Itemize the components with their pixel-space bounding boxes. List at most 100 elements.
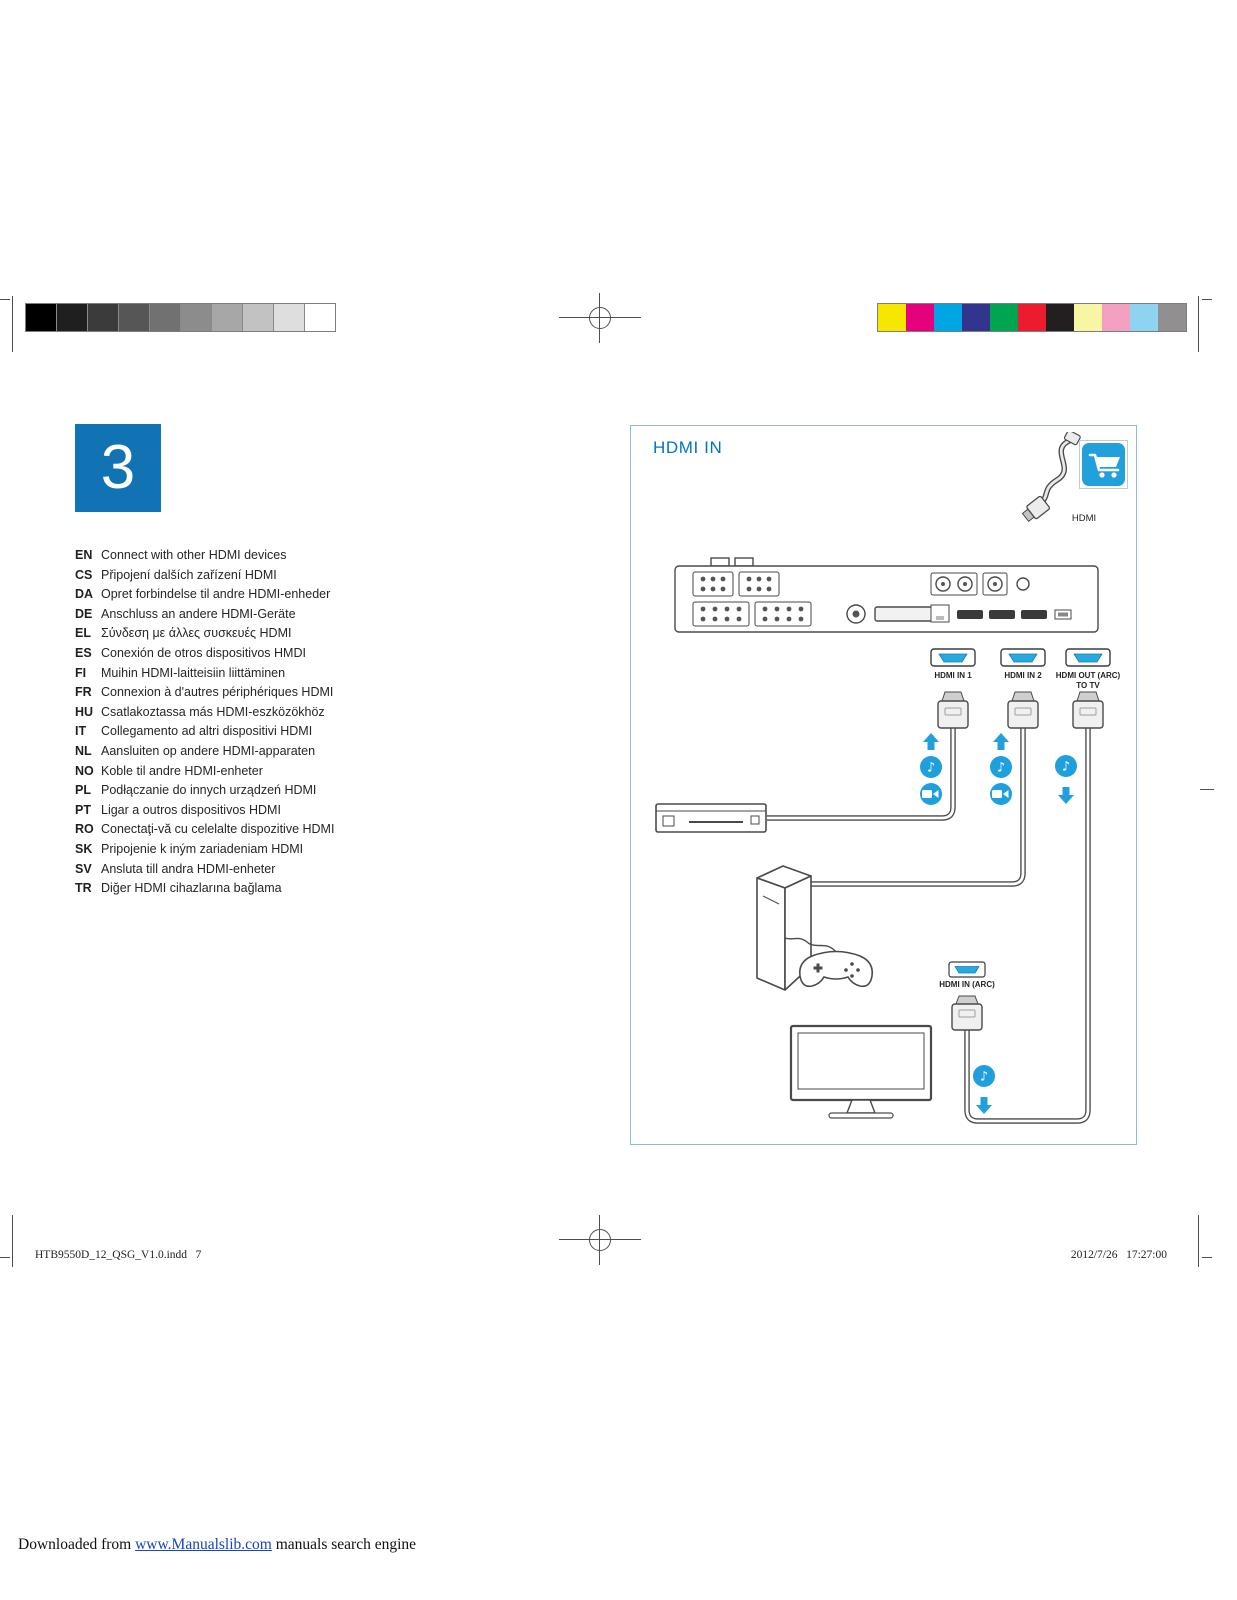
hdmi-arc-socket-icon bbox=[948, 961, 986, 978]
calibration-swatch bbox=[274, 304, 305, 331]
language-code: EL bbox=[75, 626, 91, 641]
calibration-swatch bbox=[212, 304, 243, 331]
language-code: SK bbox=[75, 841, 93, 856]
calibration-swatch bbox=[1102, 304, 1130, 331]
calibration-swatch bbox=[88, 304, 119, 331]
registration-mark bbox=[1198, 296, 1199, 352]
receiver-rear-panel bbox=[674, 557, 1099, 633]
calibration-swatch bbox=[1158, 304, 1186, 331]
hdmi-plug-icon bbox=[937, 691, 969, 729]
registration-mark bbox=[589, 307, 611, 329]
language-label: Podłączanie do innych urządzeń HDMI bbox=[101, 783, 317, 798]
up-arrow-icon bbox=[923, 733, 939, 750]
registration-mark bbox=[1202, 1257, 1212, 1258]
music-note-icon: ♪ bbox=[990, 756, 1012, 778]
language-label: Ansluta till andra HDMI-enheter bbox=[101, 861, 276, 876]
music-note-icon: ♪ bbox=[1055, 755, 1077, 777]
video-camera-icon bbox=[990, 783, 1012, 805]
footer-filename: HTB9550D_12_QSG_V1.0.indd 7 bbox=[35, 1249, 202, 1261]
calibration-swatch bbox=[243, 304, 274, 331]
language-label: Csatlakoztassa más HDMI-eszközökhöz bbox=[101, 704, 325, 719]
svg-text:♪: ♪ bbox=[980, 1070, 988, 1085]
language-label: Opret forbindelse til andre HDMI-enheder bbox=[101, 587, 331, 602]
hdmi-in2-label: HDMI IN 2 bbox=[1004, 671, 1042, 680]
connection-diagram: ♪ ♪ ♪ ♪ bbox=[655, 557, 1111, 1124]
manualslib-link[interactable]: www.Manualslib.com bbox=[135, 1536, 272, 1553]
language-item: ES Conexión de otros dispositivos HMDI bbox=[75, 644, 334, 664]
down-arrow-icon bbox=[1058, 787, 1074, 804]
language-item: DA Opret forbindelse til andre HDMI-enhed… bbox=[75, 585, 334, 605]
language-item: EL Σύνδεση με άλλες συσκευές HDMI bbox=[75, 624, 334, 644]
music-note-icon: ♪ bbox=[920, 756, 942, 778]
svg-text:♪: ♪ bbox=[1062, 760, 1070, 775]
registration-mark bbox=[1202, 299, 1212, 300]
calibration-swatch bbox=[57, 304, 88, 331]
language-code: RO bbox=[75, 822, 94, 837]
hdmi-cable-icon bbox=[1021, 432, 1081, 523]
up-arrow-icon bbox=[993, 733, 1009, 750]
hdmi-plug-icon bbox=[1072, 691, 1104, 729]
registration-mark bbox=[0, 1257, 10, 1258]
language-label: Connect with other HDMI devices bbox=[101, 548, 287, 562]
down-arrow-icon bbox=[976, 1097, 992, 1114]
calibration-swatch bbox=[26, 304, 57, 331]
hdmi-diagram-panel: ♪ ♪ ♪ ♪ bbox=[630, 425, 1137, 1145]
hdmi-port-icon bbox=[1065, 648, 1111, 667]
language-label: Anschluss an andere HDMI-Geräte bbox=[101, 606, 296, 621]
calibration-swatch bbox=[305, 304, 335, 331]
hdmi-out-label-line2: TO TV bbox=[1076, 680, 1100, 690]
game-controller-icon bbox=[784, 937, 874, 988]
calibration-swatch bbox=[934, 304, 962, 331]
hdmi-cable-path bbox=[767, 726, 956, 821]
calibration-grayscale-bar bbox=[25, 303, 336, 332]
calibration-swatch bbox=[119, 304, 150, 331]
language-code: SV bbox=[75, 861, 92, 876]
svg-text:♪: ♪ bbox=[997, 761, 1005, 776]
language-label: Ligar a outros dispositivos HDMI bbox=[101, 802, 281, 817]
set-top-box-illustration bbox=[655, 803, 767, 833]
language-item: IT Collegamento ad altri dispositivi HDMI bbox=[75, 722, 334, 742]
language-code: ES bbox=[75, 645, 92, 660]
language-item: HU Csatlakoztassa más HDMI-eszközökhöz bbox=[75, 703, 334, 723]
language-label: Aansluiten op andere HDMI-apparaten bbox=[101, 743, 316, 758]
calibration-swatch bbox=[878, 304, 906, 331]
calibration-swatch bbox=[1018, 304, 1046, 331]
calibration-color-bar bbox=[877, 303, 1187, 332]
language-label: Conexión de otros dispositivos HMDI bbox=[101, 645, 306, 660]
language-label: Diğer HDMI cihazlarına bağlama bbox=[101, 881, 282, 896]
hdmi-in1-label: HDMI IN 1 bbox=[934, 671, 972, 680]
language-label: Collegamento ad altri dispositivi HDMI bbox=[101, 724, 313, 739]
calibration-swatch bbox=[181, 304, 212, 331]
music-note-icon: ♪ bbox=[973, 1065, 995, 1087]
diagram-title: HDMI IN bbox=[653, 438, 723, 457]
language-code: HU bbox=[75, 704, 94, 719]
hdmi-out-label-line1: HDMI OUT (ARC) bbox=[1055, 671, 1121, 680]
language-item: NL Aansluiten op andere HDMI-apparaten bbox=[75, 742, 334, 762]
language-item: TR Diğer HDMI cihazlarına bağlama bbox=[75, 879, 334, 899]
hdmi-cable-path bbox=[964, 726, 1091, 1124]
language-code: IT bbox=[75, 724, 87, 739]
language-code: DA bbox=[75, 587, 94, 602]
download-prefix: Downloaded from bbox=[18, 1536, 136, 1553]
svg-text:♪: ♪ bbox=[927, 761, 935, 776]
hdmi-port-icon bbox=[1000, 648, 1046, 667]
shopping-cart-icon bbox=[1082, 443, 1125, 486]
language-code: TR bbox=[75, 881, 92, 896]
calibration-swatch bbox=[1074, 304, 1102, 331]
language-code: DE bbox=[75, 606, 93, 621]
language-label: Connexion à d'autres périphériques HDMI bbox=[101, 685, 334, 700]
language-code: PL bbox=[75, 783, 91, 798]
language-label: Σύνδεση με άλλες συσκευές HDMI bbox=[101, 626, 292, 641]
registration-mark bbox=[1200, 789, 1214, 790]
language-code: NL bbox=[75, 743, 92, 758]
calibration-swatch bbox=[1130, 304, 1158, 331]
hdmi-arc-label: HDMI IN (ARC) bbox=[939, 980, 995, 989]
speaker-terminals bbox=[700, 576, 804, 622]
calibration-swatch bbox=[962, 304, 990, 331]
